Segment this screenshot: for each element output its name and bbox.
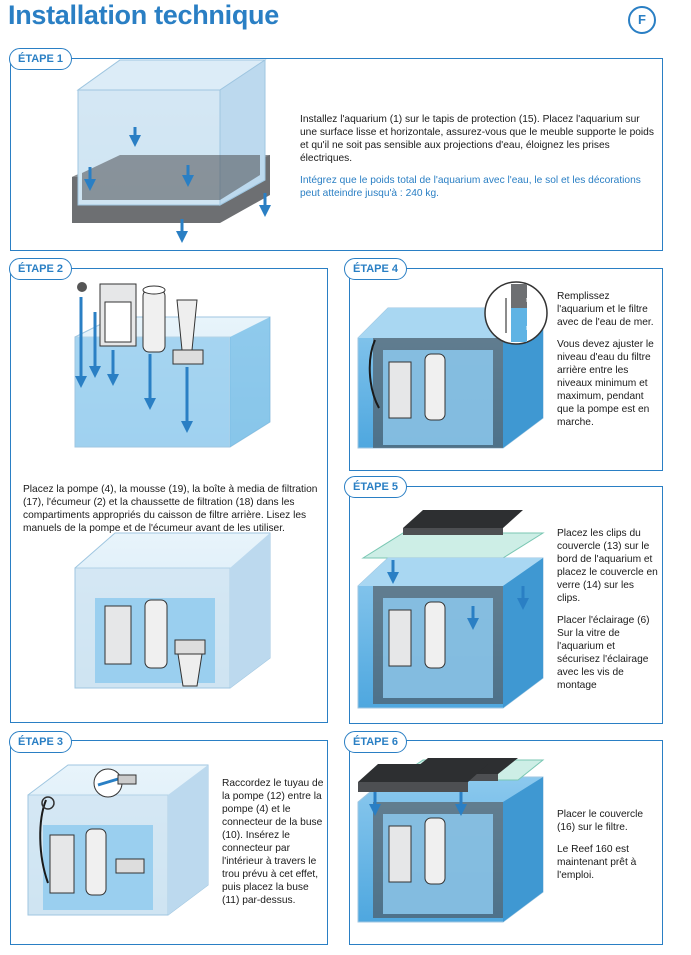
step-5-illustration: [357, 510, 545, 709]
step-2-panel: [10, 268, 328, 723]
language-badge: F: [628, 6, 656, 34]
step-4-level-note: Vous devez ajuster le niveau d'eau du fi…: [557, 339, 654, 428]
step-6-panel: [349, 740, 663, 945]
step-4-label: ÉTAPE 4: [344, 258, 408, 280]
step-2-instruction: Placez la pompe (4), la mousse (19), la …: [23, 484, 318, 534]
step-2-illustration-bottom: [74, 532, 271, 689]
step-2-label: ÉTAPE 2: [9, 258, 73, 280]
step-2-text: Placez la pompe (4), la mousse (19), la …: [23, 483, 323, 544]
step-6-text: Placer le couvercle (16) sur le filtre. …: [557, 808, 659, 891]
step-4-text: Remplissez l'aquarium et le filtre avec …: [557, 290, 659, 438]
step-6-instruction: Placer le couvercle (16) sur le filtre.: [557, 809, 644, 833]
step-6-ready-note: Le Reef 160 est maintenant prêt à l'empl…: [557, 844, 637, 881]
step-1-text: Installez l'aquarium (1) sur le tapis de…: [300, 113, 658, 209]
step-1-illustration: [72, 59, 271, 243]
step-1-instruction: Installez l'aquarium (1) sur le tapis de…: [300, 114, 654, 164]
step-6-label: ÉTAPE 6: [344, 731, 408, 753]
step-3-panel: [10, 740, 328, 945]
step-2-illustration-top: [74, 282, 271, 448]
step-3-text: Raccordez le tuyau de la pompe (12) entr…: [222, 777, 324, 916]
step-6-illustration: [357, 758, 545, 923]
step-1-panel: [10, 58, 663, 251]
page-title: Installation technique: [8, 0, 279, 30]
step-5-text: Placez les clips du couvercle (13) sur l…: [557, 527, 659, 701]
step-5-instruction: Placez les clips du couvercle (13) sur l…: [557, 528, 658, 604]
step-5-label: ÉTAPE 5: [344, 476, 408, 498]
step-3-label: ÉTAPE 3: [9, 731, 73, 753]
max-marker: MAX: [526, 298, 538, 304]
step-4-panel: [349, 268, 663, 471]
step-4-illustration: MAX MIN: [357, 281, 548, 449]
step-5-panel: [349, 486, 663, 724]
step-3-illustration: [27, 764, 209, 916]
step-4-instruction: Remplissez l'aquarium et le filtre avec …: [557, 291, 654, 328]
min-marker: MIN: [526, 326, 536, 332]
step-3-instruction: Raccordez le tuyau de la pompe (12) entr…: [222, 778, 324, 906]
step-5-lighting-note: Placer l'éclairage (6) Sur la vitre de l…: [557, 615, 650, 691]
step-1-weight-note: Intégrez que le poids total de l'aquariu…: [300, 175, 641, 199]
step-1-label: ÉTAPE 1: [9, 48, 73, 70]
